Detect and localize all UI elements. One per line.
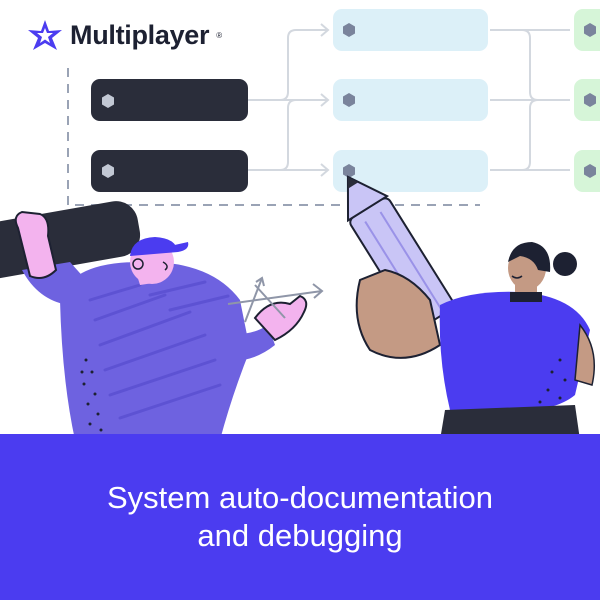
headline-banner: System auto-documentation and debugging [0, 434, 600, 600]
connector-lines [248, 29, 570, 171]
architecture-diagram [67, 9, 600, 206]
blue-node [333, 9, 488, 51]
star-logo-icon [28, 20, 62, 50]
right-person [346, 175, 595, 440]
dark-node [91, 79, 248, 121]
blue-node [333, 79, 488, 121]
vector-glyph [227, 276, 324, 323]
left-person [14, 210, 308, 440]
brand-name: Multiplayer [70, 19, 210, 50]
dashed-boundary [67, 68, 480, 206]
giant-pencil-dark [0, 201, 141, 279]
dark-node [91, 150, 248, 192]
green-node [574, 150, 600, 192]
characters-illustration [0, 175, 595, 440]
green-node [574, 79, 600, 121]
connector-arrowheads [320, 23, 330, 177]
headline-line-1: System auto-documentation [107, 480, 493, 515]
brand-logo[interactable]: Multiplayer ® [26, 18, 222, 52]
blue-node [333, 150, 488, 192]
registered-mark: ® [216, 30, 223, 40]
headline-line-2: and debugging [197, 518, 403, 553]
green-node [574, 9, 600, 51]
